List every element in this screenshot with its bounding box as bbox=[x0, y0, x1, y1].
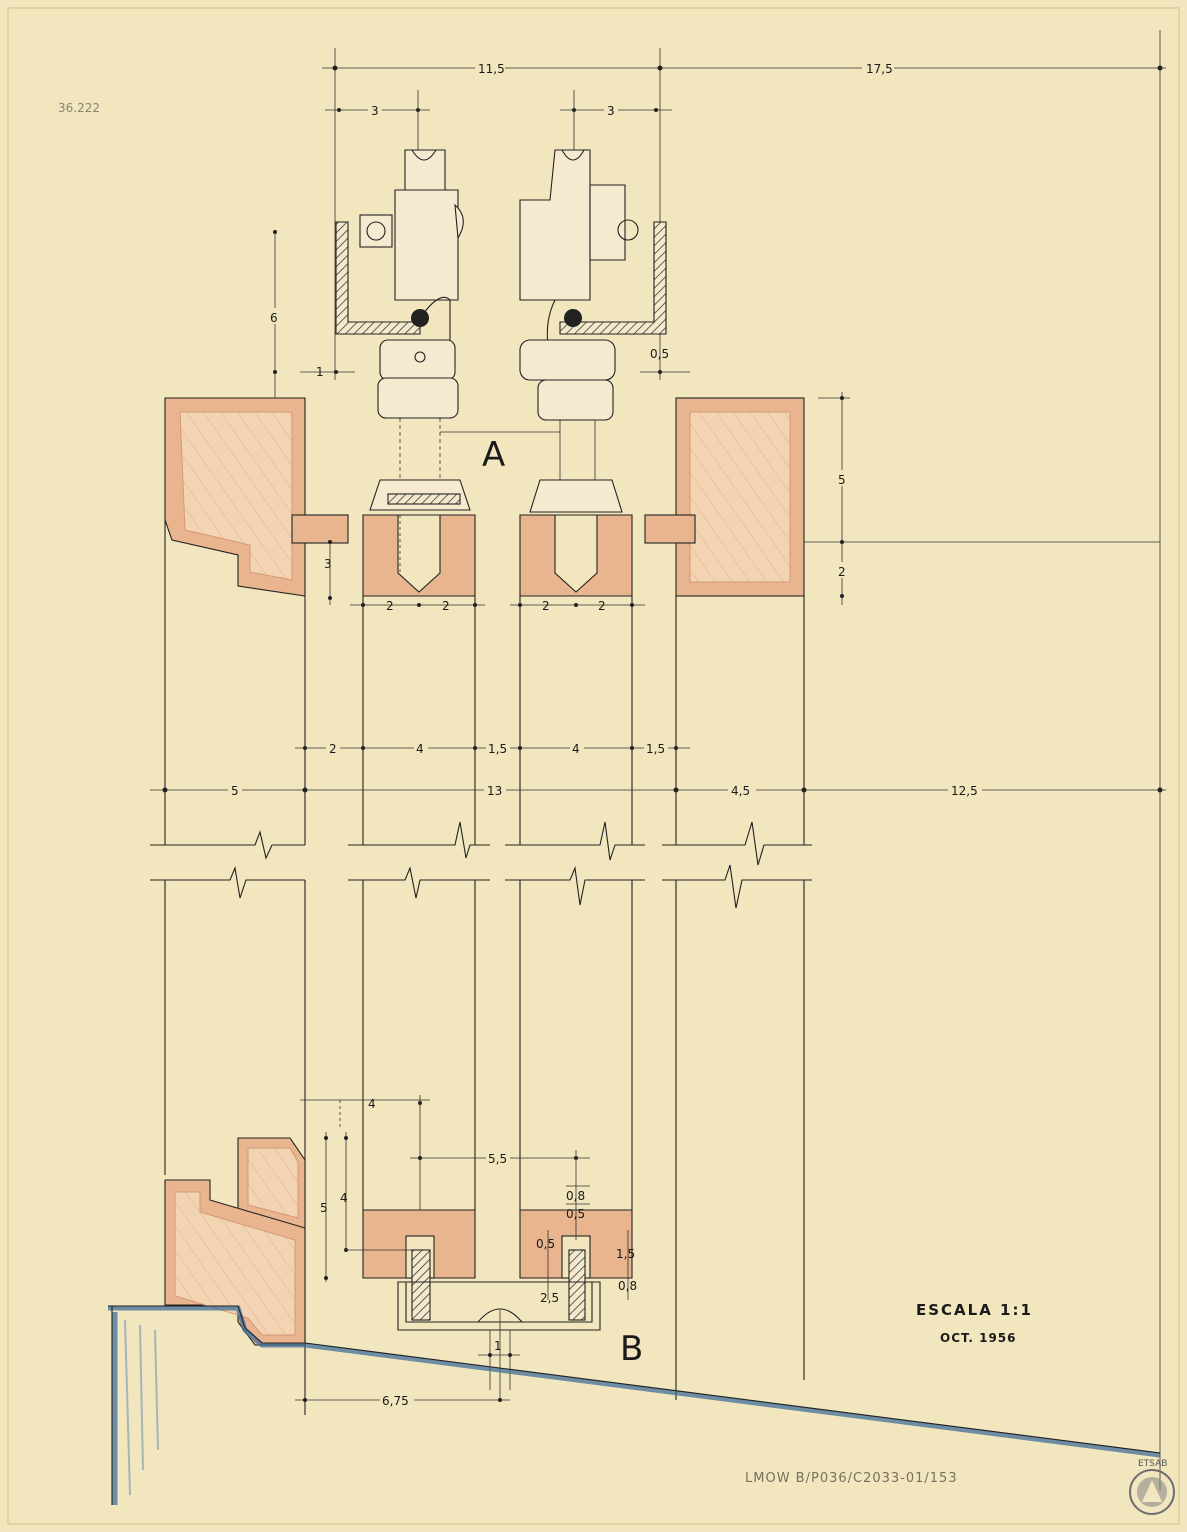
dim-right-lintel-height: 5 bbox=[838, 473, 846, 487]
dim-right-lintel-lower: 2 bbox=[838, 565, 846, 579]
leaf-head-dimensions: 2 2 2 2 bbox=[350, 599, 645, 613]
dim-pin-top: 0,8 bbox=[566, 1189, 585, 1203]
dim-total-right-b: 12,5 bbox=[951, 784, 978, 798]
dim-row-gap-right: 1,5 bbox=[646, 742, 665, 756]
left-upper-lintel bbox=[164, 397, 306, 597]
detail-b-label: B bbox=[620, 1329, 643, 1369]
middle-dimension-row: 2 4 1,5 4 1,5 bbox=[295, 740, 690, 756]
break-lines bbox=[150, 821, 812, 909]
dim-row-leaf-left: 4 bbox=[416, 742, 424, 756]
floor-track-channel bbox=[397, 1281, 601, 1400]
dim-right-gap: 0,5 bbox=[650, 347, 669, 361]
dim-left-gap: 1 bbox=[316, 365, 324, 379]
dim-guide-depth: 3 bbox=[324, 557, 332, 571]
institution-seal: ETSAB bbox=[1129, 1459, 1175, 1515]
archive-number: 36.222 bbox=[58, 101, 100, 115]
detail-a-label: A bbox=[482, 435, 505, 475]
dim-row-leaf-right: 4 bbox=[572, 742, 580, 756]
paper-border bbox=[7, 7, 1180, 1525]
left-roller-hanger: 6 4 1 bbox=[268, 149, 471, 520]
dim-left-leaf-half-b: 2 bbox=[442, 599, 450, 613]
dim-row-gap-mid: 1,5 bbox=[488, 742, 507, 756]
dim-bottom-channel: 5,5 bbox=[488, 1152, 507, 1166]
left-door-leaf-head bbox=[362, 514, 476, 597]
dim-top-left-span: 11,5 bbox=[478, 62, 505, 76]
dim-bottom-left-outer: 5 bbox=[320, 1201, 328, 1215]
dim-floor-axis: 1 bbox=[494, 1339, 502, 1353]
dim-left-leaf-half-a: 2 bbox=[386, 599, 394, 613]
dim-top-right-span: 17,5 bbox=[866, 62, 893, 76]
overall-dimension-row: 5 13 4,5 12,5 bbox=[150, 782, 1166, 798]
floor-dimensions: 1 6,75 bbox=[295, 1339, 520, 1408]
archive-reference: LMOW B/P036/C2033-01/153 bbox=[745, 1471, 958, 1486]
dim-right-leaf-half-b: 2 bbox=[598, 599, 606, 613]
dim-pin-height: 1,5 bbox=[616, 1247, 635, 1261]
dim-bottom-guide-width: 4 bbox=[368, 1097, 376, 1111]
dim-pin-mid: 0,5 bbox=[566, 1207, 585, 1221]
left-guide-block bbox=[291, 514, 349, 544]
dim-row-gap-left: 2 bbox=[329, 742, 337, 756]
dim-right-hanger-width: 3 bbox=[607, 104, 615, 118]
dim-total-mid: 13 bbox=[487, 784, 502, 798]
left-door-leaf-foot bbox=[345, 1209, 476, 1321]
dim-total-right-a: 4,5 bbox=[731, 784, 750, 798]
dim-pin-base: 0,8 bbox=[618, 1279, 637, 1293]
right-roller-hanger: 0,5 bbox=[440, 149, 690, 513]
dim-total-left: 5 bbox=[231, 784, 239, 798]
dim-pin-rise: 2,5 bbox=[540, 1291, 559, 1305]
scale-label: ESCALA 1:1 bbox=[916, 1301, 1033, 1319]
right-guide-block bbox=[644, 514, 696, 544]
pin-dimensions: 0,8 0,5 0,5 2,5 1,5 0,8 bbox=[536, 1150, 637, 1305]
dim-floor-width: 6,75 bbox=[382, 1394, 409, 1408]
right-door-leaf-head bbox=[519, 514, 633, 597]
right-upper-lintel: 5 2 bbox=[675, 392, 1160, 605]
floor-ground bbox=[108, 1305, 1161, 1505]
dim-right-leaf-half-a: 2 bbox=[542, 599, 550, 613]
dim-left-hanger-width: 3 bbox=[371, 104, 379, 118]
dim-bottom-left-inner: 4 bbox=[340, 1191, 348, 1205]
top-dimension-chain: 11,5 17,5 3 3 bbox=[322, 30, 1166, 1490]
date-label: OCT. 1956 bbox=[940, 1331, 1017, 1345]
dim-pin-side: 0,5 bbox=[536, 1237, 555, 1251]
seal-text: ETSAB bbox=[1138, 1459, 1167, 1469]
left-lower-jamb bbox=[164, 1137, 306, 1346]
dim-hanger-height: 6 bbox=[270, 311, 278, 325]
